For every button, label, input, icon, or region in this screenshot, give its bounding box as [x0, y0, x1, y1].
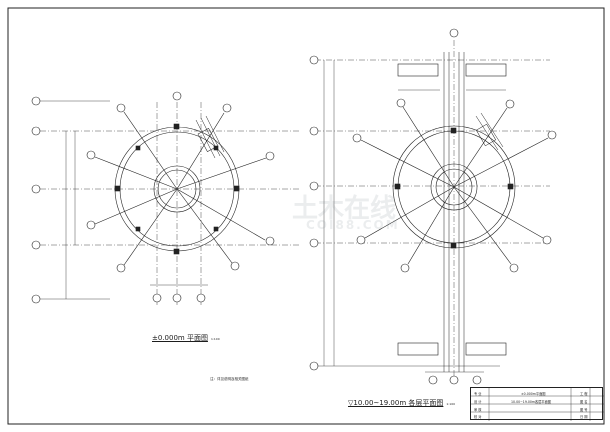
plan-left-ground-floor	[40, 100, 300, 305]
tb-label-3: 设 计	[474, 400, 482, 404]
tb-drawing-name-1: ±0.000m平面图	[521, 392, 546, 396]
watermark: 土木在线 COI88.COM	[252, 188, 424, 238]
plan-left-title-text: ±0.000m 平面图	[152, 334, 208, 342]
tb-label-1: 专 业	[474, 392, 482, 396]
tb-label-8: 日 期	[580, 415, 588, 419]
title-block-grid	[471, 388, 604, 421]
title-block: 专 业 ±0.000m平面图 工 程 设 计 10.00~19.00m各层平面图…	[470, 387, 604, 421]
tb-label-7: 校 对	[474, 415, 482, 419]
plan-right-title-text: ▽10.00~19.00m 各层平面图	[348, 399, 444, 407]
tb-drawing-name-2: 10.00~19.00m各层平面图	[511, 400, 551, 404]
plan-left-scale: 1:100	[210, 337, 220, 341]
plan-left-axis-bubbles	[31, 91, 275, 304]
tb-label-5: 审 核	[474, 408, 482, 412]
watermark-sub: COI88.COM	[306, 218, 400, 232]
plan-right-upper-floors	[315, 40, 550, 380]
watermark-main: 土木在线	[292, 194, 397, 224]
tb-label-2: 工 程	[580, 392, 588, 396]
tb-label-6: 图 号	[580, 408, 588, 412]
plan-left-note: 注：详见说明及相关图纸	[210, 377, 249, 381]
plan-right-scale: 1:100	[446, 402, 456, 406]
drawing-frame	[7, 7, 605, 425]
tb-label-4: 图 名	[580, 400, 588, 404]
plan-right-axis-bubbles	[309, 28, 557, 385]
